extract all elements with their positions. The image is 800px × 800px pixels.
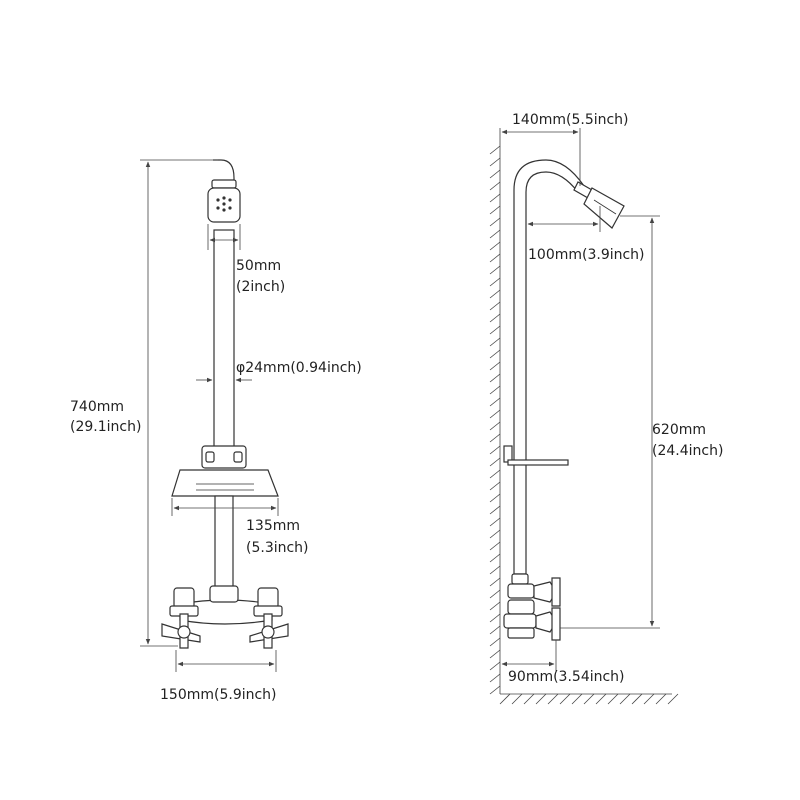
wall-hatch-line xyxy=(489,205,501,215)
wall-offset-label: 90mm(3.54inch) xyxy=(508,669,625,685)
head-width-inch-label: (2inch) xyxy=(236,279,285,295)
wall-hatch-line xyxy=(489,313,501,323)
floor-hatch-line xyxy=(499,693,511,705)
wall-hatch-line xyxy=(489,301,501,311)
wall-hatch-line xyxy=(489,517,501,527)
front-view: 740mm (29.1inch) 50mm (2inch) φ24mm(0.94… xyxy=(70,159,362,703)
wall-hatch-line xyxy=(489,193,501,203)
shelf-width-dimension xyxy=(171,498,279,516)
wall-hatch-line xyxy=(489,289,501,299)
floor-hatch-line xyxy=(607,693,619,705)
wall-hatch-line xyxy=(489,265,501,275)
wall-hatch-line xyxy=(489,145,501,155)
wall-hatch-line xyxy=(489,397,501,407)
wall-hatch-line xyxy=(489,685,501,695)
shelf-width-inch-label: (5.3inch) xyxy=(246,540,309,556)
wall-hatch-line xyxy=(489,529,501,539)
head-height-label: 620mm xyxy=(652,422,706,438)
wall-hatch-line xyxy=(489,601,501,611)
wall-hatch-line xyxy=(489,589,501,599)
floor-hatch-line xyxy=(643,693,655,705)
floor-hatch-line xyxy=(595,693,607,705)
floor-hatch-line xyxy=(559,693,571,705)
head-offset-dimension xyxy=(527,206,601,232)
wall-hatch-line xyxy=(489,421,501,431)
wall-hatch-line xyxy=(489,505,501,515)
wall-hatch-line xyxy=(489,577,501,587)
wall-hatch-line xyxy=(489,385,501,395)
floor-hatch-line xyxy=(523,693,535,705)
front-left-cross-handle xyxy=(161,613,201,649)
arm-reach-label: 140mm(5.5inch) xyxy=(512,112,629,128)
wall-hatch-line xyxy=(489,625,501,635)
front-height-dimension xyxy=(140,159,218,647)
valve-spacing-dimension xyxy=(175,650,277,672)
wall-hatch-line xyxy=(489,409,501,419)
wall-hatch-line xyxy=(489,169,501,179)
floor-hatch-line xyxy=(631,693,643,705)
front-soap-shelf xyxy=(171,445,279,497)
wall-hatch-line xyxy=(489,241,501,251)
wall-hatch-line xyxy=(489,253,501,263)
wall-hatch-line xyxy=(489,325,501,335)
front-shower-head xyxy=(207,179,241,223)
floor-hatch-line xyxy=(547,693,559,705)
side-valve-assembly xyxy=(503,573,561,641)
wall xyxy=(489,140,679,705)
floor-hatch-line xyxy=(571,693,583,705)
wall-hatch-line xyxy=(489,637,501,647)
head-width-label: 50mm xyxy=(236,258,281,274)
shelf-width-label: 135mm xyxy=(246,518,300,534)
wall-hatch-line xyxy=(489,217,501,227)
floor-hatch-line xyxy=(619,693,631,705)
front-head-width-dimension xyxy=(207,224,241,250)
side-vertical-pipe xyxy=(513,159,585,575)
arm-reach-dimension xyxy=(499,128,581,186)
wall-hatch-line xyxy=(489,613,501,623)
front-vertical-pipe xyxy=(213,229,235,467)
head-offset-label: 100mm(3.9inch) xyxy=(528,247,645,263)
wall-offset-dimension xyxy=(501,640,557,672)
wall-hatch-line xyxy=(489,673,501,683)
front-lower-pipe xyxy=(214,495,234,601)
front-height-inch-label: (29.1inch) xyxy=(70,419,141,435)
wall-hatch-line xyxy=(489,469,501,479)
floor-hatch-line xyxy=(667,693,679,705)
wall-hatch-line xyxy=(489,565,501,575)
wall-hatch-line xyxy=(489,349,501,359)
wall-hatch-line xyxy=(489,277,501,287)
side-soap-shelf xyxy=(503,445,569,466)
wall-hatch-line xyxy=(489,181,501,191)
wall-hatch-line xyxy=(489,229,501,239)
wall-hatch-line xyxy=(489,493,501,503)
wall-hatch-line xyxy=(489,337,501,347)
wall-hatch-line xyxy=(489,457,501,467)
floor-hatch-line xyxy=(655,693,667,705)
wall-hatch-line xyxy=(489,541,501,551)
wall-hatch-line xyxy=(489,445,501,455)
wall-hatch-line xyxy=(489,553,501,563)
wall-hatch-line xyxy=(489,661,501,671)
floor-hatch-line xyxy=(511,693,523,705)
side-shower-head xyxy=(573,181,625,229)
wall-hatch-line xyxy=(489,157,501,167)
valve-spacing-label: 150mm(5.9inch) xyxy=(160,687,277,703)
wall-hatch-line xyxy=(489,361,501,371)
wall-hatch-line xyxy=(489,481,501,491)
front-height-label: 740mm xyxy=(70,399,124,415)
pipe-diameter-label: φ24mm(0.94inch) xyxy=(236,360,362,376)
wall-hatch-line xyxy=(489,373,501,383)
floor-hatch-line xyxy=(583,693,595,705)
head-height-dimension xyxy=(560,215,660,629)
head-height-inch-label: (24.4inch) xyxy=(652,443,723,459)
wall-hatch-line xyxy=(489,433,501,443)
floor-hatch-line xyxy=(535,693,547,705)
front-right-cross-handle xyxy=(249,613,289,649)
side-view: 140mm(5.5inch) 100mm(3.9inch) 620mm (24.… xyxy=(489,112,723,705)
wall-hatch-line xyxy=(489,649,501,659)
